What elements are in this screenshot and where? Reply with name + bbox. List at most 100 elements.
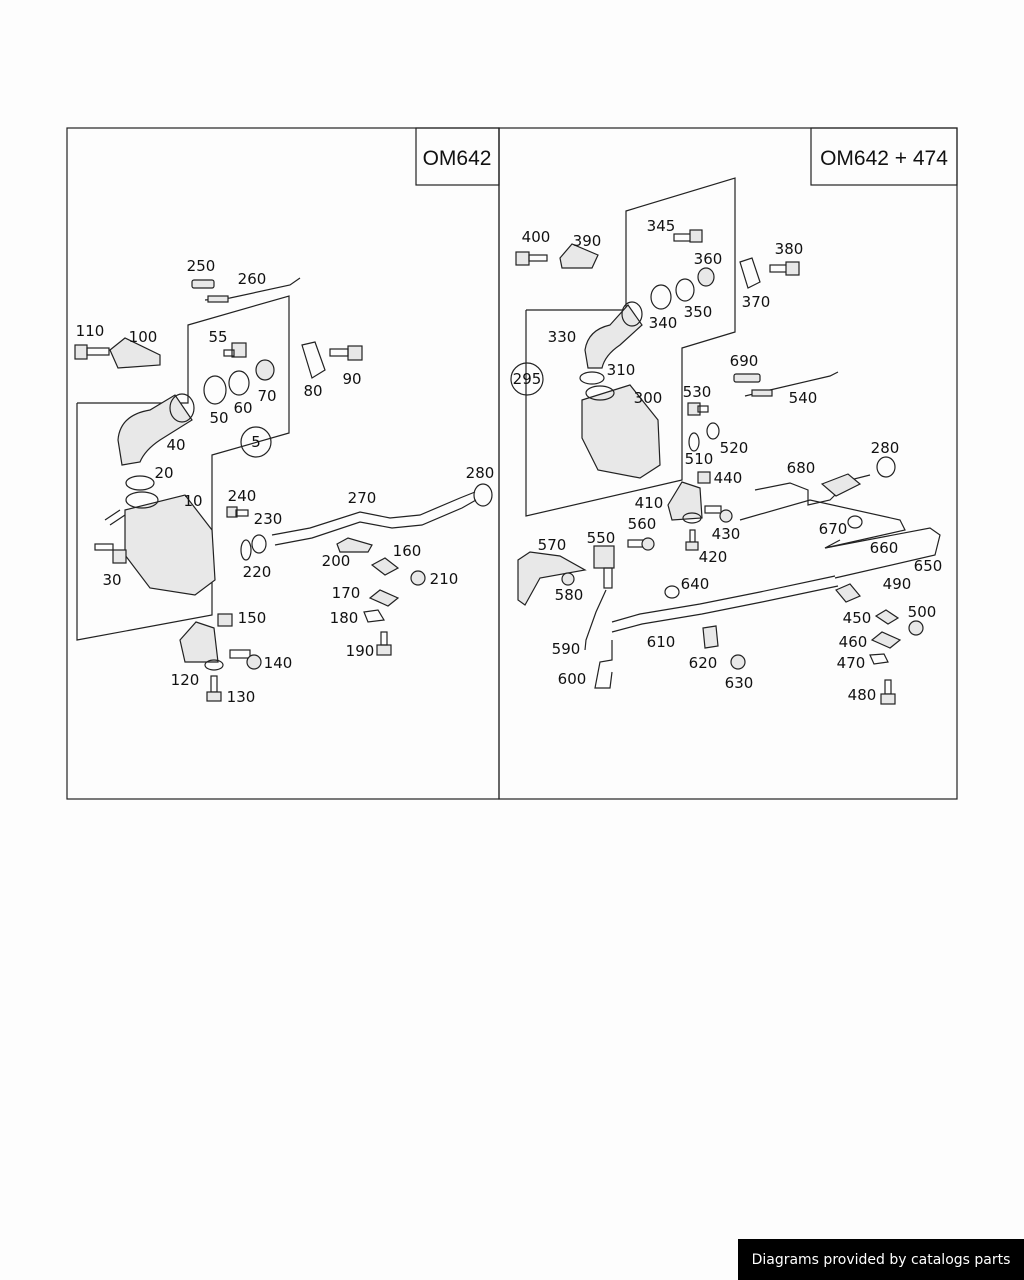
left-bolt-30: [94, 543, 127, 564]
right-bracket-570: [517, 551, 587, 606]
label-580: 580: [555, 586, 584, 604]
right-clamp-640: [664, 585, 680, 599]
right-bolt-530: [687, 402, 709, 416]
label-330: 330: [548, 328, 577, 346]
label-280-left: 280: [466, 464, 495, 482]
left-clamp-50: [203, 375, 227, 405]
right-ring-350: [675, 278, 695, 302]
label-560: 560: [628, 515, 657, 533]
label-500: 500: [908, 603, 937, 621]
label-600: 600: [558, 670, 587, 688]
label-520: 520: [720, 439, 749, 457]
right-hanger-460: [870, 631, 902, 649]
panel-om642-title-box: [415, 127, 500, 186]
label-190: 190: [346, 642, 375, 660]
footer-credit: Diagrams provided by catalogs parts: [738, 1239, 1024, 1280]
left-nut-150: [217, 613, 233, 627]
right-pipe-610: [594, 575, 839, 689]
label-540: 540: [789, 389, 818, 407]
left-catalytic-converter: [104, 491, 216, 596]
right-group-outline: [525, 177, 736, 517]
label-690: 690: [730, 352, 759, 370]
label-130: 130: [227, 688, 256, 706]
right-bracket-450: [874, 609, 900, 625]
right-clamp-340: [650, 284, 672, 310]
label-70: 70: [257, 387, 276, 405]
right-bolt-380: [769, 261, 800, 276]
left-sensor-250: [191, 279, 215, 289]
left-downpipe: [117, 393, 195, 466]
label-480: 480: [848, 686, 877, 704]
label-210: 210: [430, 570, 459, 588]
label-650: 650: [914, 557, 943, 575]
label-100: 100: [129, 328, 158, 346]
label-360: 360: [694, 250, 723, 268]
label-490: 490: [883, 575, 912, 593]
right-hose-590: [584, 589, 607, 651]
left-bolt-140: [229, 649, 262, 670]
right-bolt-560: [627, 537, 655, 551]
right-gasket-510: [688, 432, 700, 452]
label-420: 420: [699, 548, 728, 566]
left-part-labels: 250 260 110 100 55 80 90 70 60 50 40 20 …: [76, 257, 495, 706]
label-280-right: 280: [871, 439, 900, 457]
label-310: 310: [607, 361, 636, 379]
left-clamp-280: [473, 483, 493, 507]
left-hanger-170: [368, 589, 400, 607]
right-nut-440: [697, 471, 711, 484]
right-nut-580: [561, 572, 575, 586]
right-bolt-400: [515, 251, 548, 266]
label-170: 170: [332, 584, 361, 602]
label-590: 590: [552, 640, 581, 658]
left-bolt-55: [223, 342, 247, 358]
right-clip-470: [869, 653, 889, 665]
label-220: 220: [243, 563, 272, 581]
panel-om642-474-title-box: [810, 127, 958, 186]
left-ring-60: [228, 370, 250, 396]
label-550: 550: [587, 529, 616, 547]
left-bolt-130: [206, 675, 222, 702]
label-270: 270: [348, 489, 377, 507]
left-gasket-80: [301, 341, 326, 379]
label-10: 10: [183, 492, 202, 510]
label-450: 450: [843, 609, 872, 627]
label-410: 410: [635, 494, 664, 512]
label-350: 350: [684, 303, 713, 321]
label-440: 440: [714, 469, 743, 487]
callout-circle-295: [510, 362, 544, 396]
left-clamp-230: [251, 534, 267, 554]
label-60: 60: [233, 399, 252, 417]
left-nut-210: [410, 570, 426, 586]
label-30: 30: [102, 571, 121, 589]
panel-om642-title: OM642: [423, 147, 492, 170]
right-clamp-670: [847, 515, 863, 529]
label-380: 380: [775, 240, 804, 258]
label-250: 250: [187, 257, 216, 275]
right-clamp-520: [706, 422, 720, 440]
label-300: 300: [634, 389, 663, 407]
right-nut-360: [697, 267, 715, 287]
right-bolt-630: [730, 654, 746, 670]
label-530: 530: [683, 383, 712, 401]
label-140: 140: [264, 654, 293, 672]
label-50: 50: [209, 409, 228, 427]
label-460: 460: [839, 633, 868, 651]
label-370: 370: [742, 293, 771, 311]
left-bolt-90: [329, 345, 363, 361]
right-bolt-480: [880, 679, 896, 705]
label-660: 660: [870, 539, 899, 557]
right-sensor-690: [733, 373, 761, 383]
right-bracket-410: [667, 481, 703, 524]
right-pipe-680: [754, 473, 871, 506]
label-260: 260: [238, 270, 267, 288]
right-sensor-540: [744, 371, 839, 397]
right-nut-500: [908, 620, 924, 636]
right-downpipe-330: [584, 301, 643, 369]
right-part-labels: 400 390 345 360 380 370 340 350 330 310 …: [522, 217, 943, 704]
label-390: 390: [573, 232, 602, 250]
right-bolt-345: [673, 229, 703, 243]
label-110: 110: [76, 322, 105, 340]
label-345: 345: [647, 217, 676, 235]
right-line-650: [824, 527, 941, 579]
